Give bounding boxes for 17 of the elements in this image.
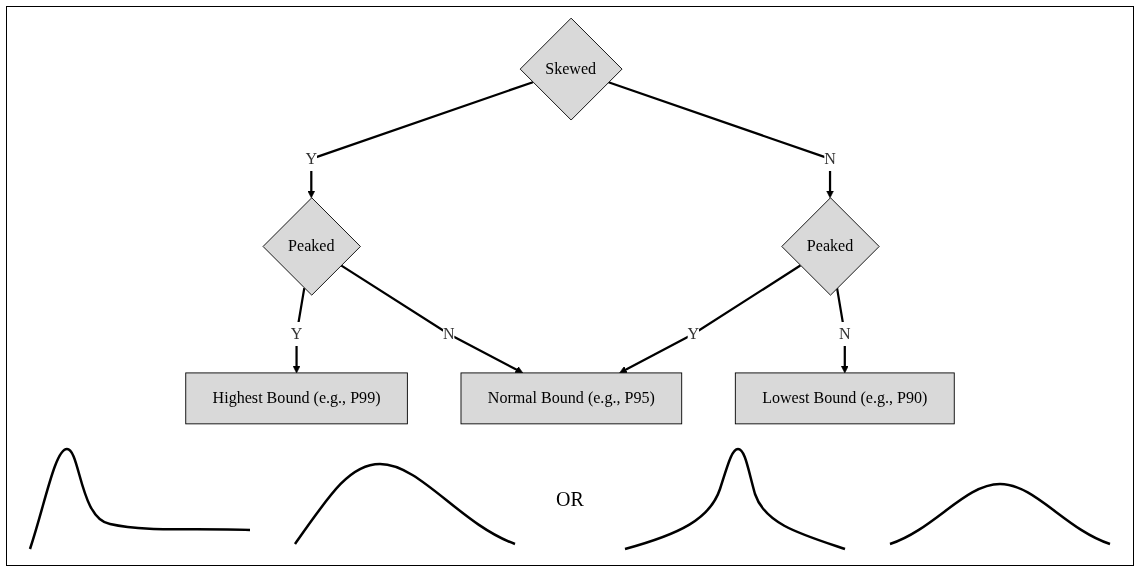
arrow: [340, 264, 524, 374]
edge-label: Y: [687, 324, 700, 343]
edge-label: N: [442, 324, 455, 343]
node-box: Normal Bound (e.g., P95): [460, 372, 683, 425]
edge-label: N: [824, 149, 836, 168]
node-diamond: Skewed: [519, 17, 623, 121]
arrow: [619, 264, 801, 374]
node-diamond: Peaked: [781, 197, 880, 296]
arrow: [608, 81, 834, 199]
arrow: [307, 81, 534, 199]
edge-label: Y: [290, 324, 303, 343]
edge-label: N: [838, 324, 851, 343]
node-diamond: Peaked: [262, 197, 361, 296]
node-box: Highest Bound (e.g., P99): [185, 372, 408, 425]
node-box: Lowest Bound (e.g., P90): [734, 372, 955, 425]
edge-label: Y: [305, 149, 318, 168]
note-text: OR: [556, 487, 584, 511]
